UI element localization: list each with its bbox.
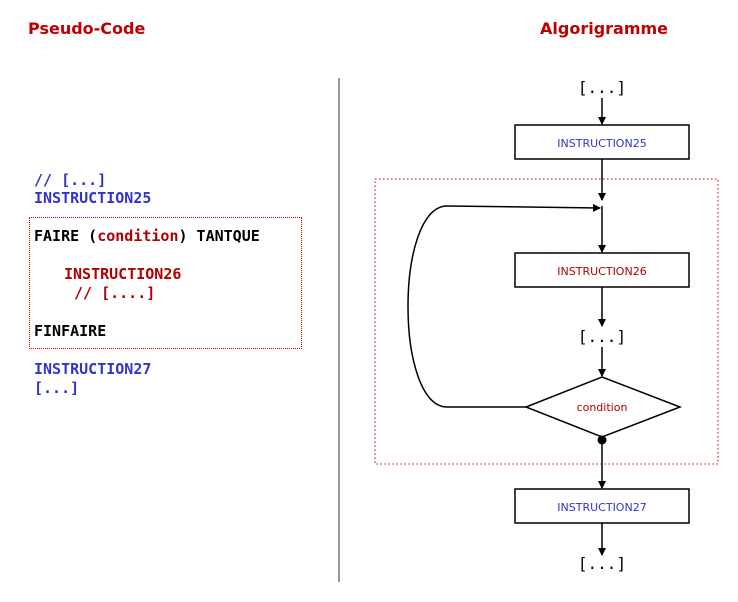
flow-label-instruction26: INSTRUCTION26 [557,265,646,278]
pseudo-loop-do: FAIRE ( [34,227,98,245]
flow-box-instruction27 [514,488,690,524]
pseudo-instruction26: INSTRUCTION26 [64,265,182,283]
flow-label-instruction25: INSTRUCTION25 [557,137,646,150]
flow-ellipsis-bottom: [...] [578,554,626,573]
flow-label-instruction27: INSTRUCTION27 [557,501,646,514]
flowchart-heading: Algorigramme [540,19,669,38]
pseudo-loop-header: FAIRE (condition) TANTQUE [34,227,260,245]
pseudo-loop-comment: // [....] [74,284,156,302]
flow-box-instruction25 [514,124,690,160]
pseudo-loop-condition: condition [97,227,179,245]
column-divider [338,78,340,582]
pseudo-code-heading: Pseudo-Code [28,19,146,38]
pseudo-instruction27: INSTRUCTION27 [34,360,152,378]
flow-loop-back-arrow [407,203,601,408]
flow-label-condition: condition [577,401,628,414]
pseudo-loop-while: ) TANTQUE [178,227,260,245]
flow-ellipsis-top: [...] [578,78,626,97]
flow-ellipsis-middle: [...] [578,327,626,346]
flow-box-instruction26 [514,252,690,288]
pseudo-loop-end: FINFAIRE [34,322,107,340]
pseudo-loop-box [29,217,302,349]
pseudo-comment-top: // [...] [34,171,107,189]
flow-loop-region [374,178,719,465]
pseudo-instruction25: INSTRUCTION25 [34,189,152,207]
pseudo-ellipsis-after: [...] [34,379,80,397]
